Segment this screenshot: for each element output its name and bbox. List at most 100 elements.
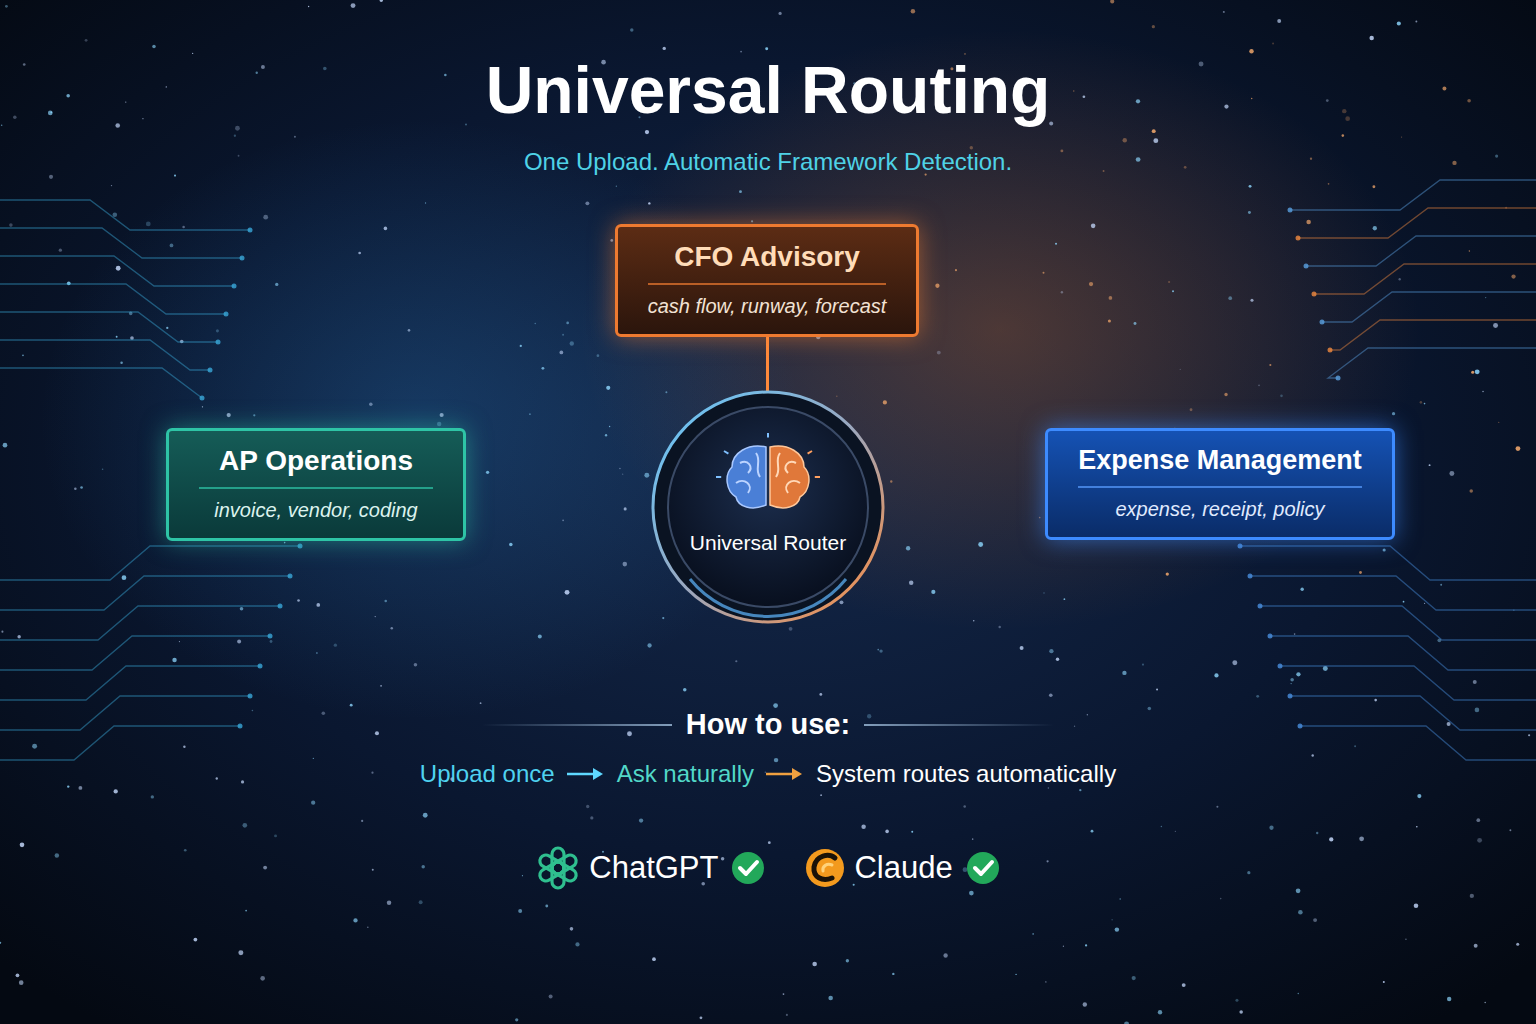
label-slot: System routes automatically bbox=[816, 760, 1116, 788]
star-dot bbox=[74, 488, 77, 491]
star-dot bbox=[1224, 104, 1228, 108]
star-dot bbox=[570, 927, 574, 931]
star-dot bbox=[963, 805, 966, 808]
star-dot bbox=[166, 327, 168, 329]
star-dot bbox=[32, 744, 37, 749]
star-dot bbox=[1473, 680, 1477, 684]
star-dot bbox=[1043, 592, 1044, 593]
star-dot bbox=[1063, 946, 1064, 947]
star-dot bbox=[1354, 745, 1356, 747]
star-dot bbox=[774, 758, 778, 762]
star-dot bbox=[480, 702, 482, 704]
star-dot bbox=[1414, 904, 1419, 909]
star-dot bbox=[120, 361, 123, 364]
star-dot bbox=[1469, 250, 1470, 251]
star-dot bbox=[931, 590, 935, 594]
star-dot bbox=[1250, 299, 1253, 302]
star-dot bbox=[867, 714, 871, 718]
star-dot bbox=[323, 67, 327, 71]
star-dot bbox=[1447, 997, 1451, 1001]
star-dot bbox=[102, 468, 104, 470]
star-dot bbox=[1424, 603, 1425, 604]
star-dot bbox=[1449, 471, 1454, 476]
circuit-trace bbox=[0, 256, 234, 286]
star-dot bbox=[252, 710, 254, 712]
star-dot bbox=[609, 426, 610, 427]
star-dot bbox=[1484, 1002, 1486, 1004]
step-arrow bbox=[762, 764, 808, 784]
star-dot bbox=[1111, 919, 1112, 920]
star-dot bbox=[48, 111, 53, 116]
star-dot bbox=[630, 28, 633, 31]
star-dot bbox=[1156, 689, 1158, 691]
star-dot bbox=[78, 786, 82, 790]
star-dot bbox=[125, 101, 126, 102]
star-dot bbox=[559, 351, 563, 355]
star-dot bbox=[1136, 157, 1141, 162]
star-dot bbox=[384, 227, 388, 231]
circuit-pad bbox=[1248, 574, 1253, 579]
star-dot bbox=[644, 473, 649, 478]
star-dot bbox=[541, 367, 544, 370]
star-dot bbox=[1372, 185, 1375, 188]
star-dot bbox=[853, 884, 855, 886]
star-dot bbox=[1134, 322, 1137, 325]
star-dot bbox=[1039, 517, 1041, 519]
star-dot bbox=[1383, 981, 1385, 983]
star-dot bbox=[1056, 658, 1059, 661]
star-dot bbox=[263, 215, 268, 220]
star-dot bbox=[1495, 155, 1498, 158]
star-dot bbox=[861, 824, 865, 828]
star-dot bbox=[1199, 62, 1204, 67]
star-dot bbox=[570, 341, 574, 345]
star-dot bbox=[586, 805, 589, 808]
star-dot bbox=[216, 329, 219, 332]
star-dot bbox=[515, 1018, 518, 1021]
star-dot bbox=[885, 830, 889, 834]
star-dot bbox=[768, 841, 771, 844]
circuit-trace bbox=[1290, 696, 1536, 730]
star-dot bbox=[906, 546, 910, 550]
star-dot bbox=[1482, 391, 1484, 393]
star-dot bbox=[142, 118, 143, 119]
star-dot bbox=[16, 973, 20, 977]
star-dot bbox=[351, 3, 356, 8]
star-dot bbox=[1359, 836, 1364, 841]
star-dot bbox=[174, 175, 176, 177]
star-dot bbox=[565, 590, 570, 595]
star-dot bbox=[538, 634, 542, 638]
star-dot bbox=[1373, 226, 1377, 230]
chatgpt-logo bbox=[533, 843, 583, 893]
circuit-trace bbox=[0, 228, 242, 258]
star-dot bbox=[421, 865, 424, 868]
star-dot bbox=[440, 413, 444, 417]
row-rule bbox=[360, 805, 1176, 807]
star-dot bbox=[245, 910, 247, 912]
star-dot bbox=[151, 795, 154, 798]
circuit-pad bbox=[240, 256, 245, 261]
circuit-pad bbox=[1288, 208, 1293, 213]
circuit-trace bbox=[0, 606, 280, 640]
star-dot bbox=[1032, 933, 1034, 935]
star-dot bbox=[1220, 898, 1222, 900]
star-dot bbox=[1326, 99, 1329, 102]
star-dot bbox=[606, 386, 610, 390]
star-dot bbox=[883, 400, 887, 404]
star-dot bbox=[308, 6, 309, 7]
star-dot bbox=[115, 123, 120, 128]
star-dot bbox=[828, 996, 833, 1001]
star-dot bbox=[955, 269, 957, 271]
how-row: How to use: bbox=[0, 708, 1536, 741]
rule bbox=[864, 724, 1054, 726]
star-dot bbox=[1247, 871, 1250, 874]
circuit-pad bbox=[1268, 634, 1273, 639]
circuit-pad bbox=[1298, 724, 1303, 729]
circuit-pad bbox=[258, 664, 263, 669]
star-dot bbox=[66, 94, 70, 98]
star-dot bbox=[179, 641, 180, 642]
star-dot bbox=[566, 322, 569, 325]
star-dot bbox=[1124, 1022, 1129, 1024]
star-dot bbox=[735, 660, 737, 662]
star-dot bbox=[1383, 548, 1386, 551]
star-dot bbox=[1060, 149, 1063, 152]
